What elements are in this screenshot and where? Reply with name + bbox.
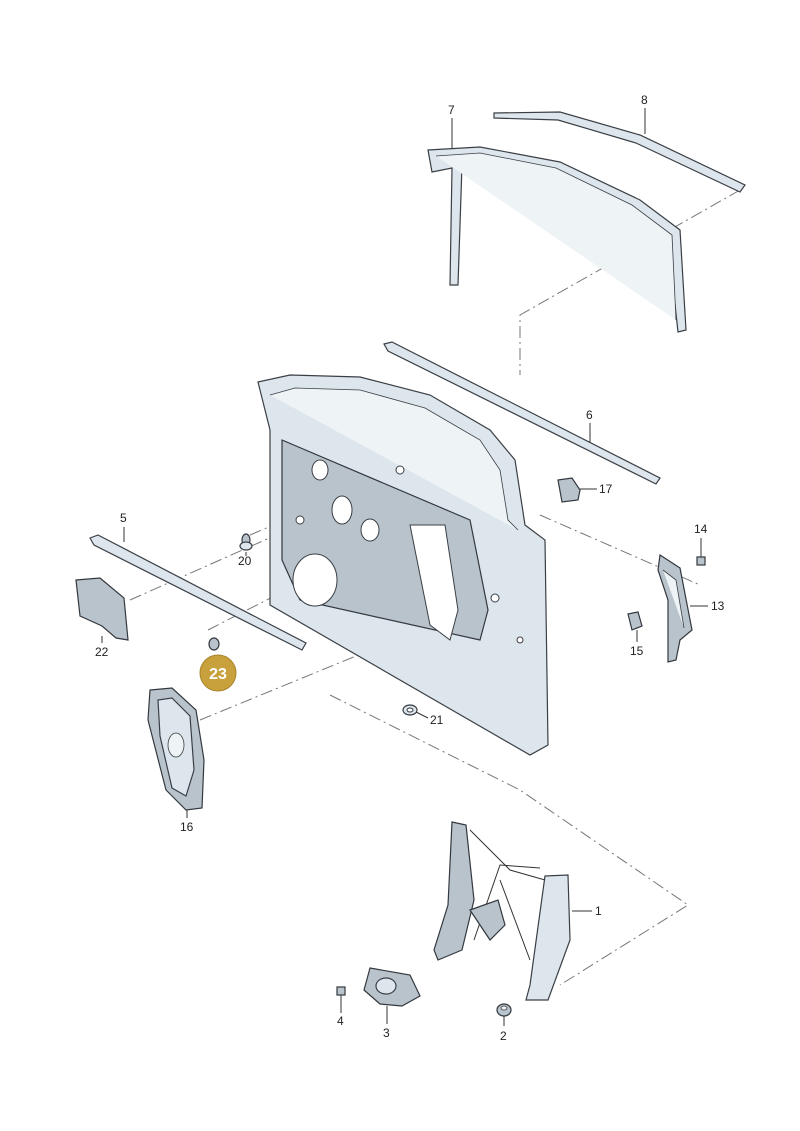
part-3-motor[interactable] [363, 967, 421, 1007]
part-8-seal-strip[interactable] [493, 111, 746, 193]
callout-7: 7 [448, 103, 455, 117]
part-4-bolt[interactable] [336, 986, 346, 1005]
part-13-guide-rail[interactable] [657, 553, 693, 663]
part-2-nut[interactable] [496, 1003, 512, 1017]
highlight-badge-23[interactable]: 23 [199, 654, 237, 692]
callout-labels: 7 8 6 17 5 20 22 14 13 15 21 16 1 2 3 4 [95, 93, 725, 1043]
callout-13: 13 [711, 599, 725, 613]
leader-lines [101, 108, 708, 1026]
part-14-bolt[interactable] [696, 550, 706, 566]
callout-6: 6 [586, 408, 593, 422]
callout-2: 2 [500, 1029, 507, 1043]
callout-21: 21 [430, 713, 444, 727]
callout-3: 3 [383, 1026, 390, 1040]
callout-17: 17 [599, 482, 613, 496]
callout-5: 5 [120, 511, 127, 525]
callout-14: 14 [694, 522, 708, 536]
callout-20: 20 [238, 554, 252, 568]
part-21-grommet[interactable] [402, 704, 418, 716]
door-shell[interactable] [257, 374, 549, 756]
part-20-grommet[interactable] [239, 533, 253, 551]
part-16-trim-panel[interactable] [147, 687, 205, 811]
badge-circle [199, 654, 237, 692]
part-7-frame-trim[interactable] [427, 146, 687, 333]
callout-1: 1 [595, 904, 602, 918]
part-6-window-channel[interactable] [383, 341, 661, 485]
callout-8: 8 [641, 93, 648, 107]
part-23-spring[interactable] [208, 637, 220, 651]
callout-15: 15 [630, 644, 644, 658]
callout-16: 16 [180, 820, 194, 834]
part-15-nut[interactable] [627, 611, 643, 631]
part-17-clip[interactable] [557, 477, 581, 503]
callout-22: 22 [95, 645, 109, 659]
callout-4: 4 [337, 1014, 344, 1028]
part-22-sound-pad[interactable] [75, 577, 129, 641]
part-5-sealing-strip[interactable] [89, 534, 307, 651]
badge-label: 23 [209, 666, 227, 683]
part-1-window-regulator[interactable] [433, 821, 571, 1001]
